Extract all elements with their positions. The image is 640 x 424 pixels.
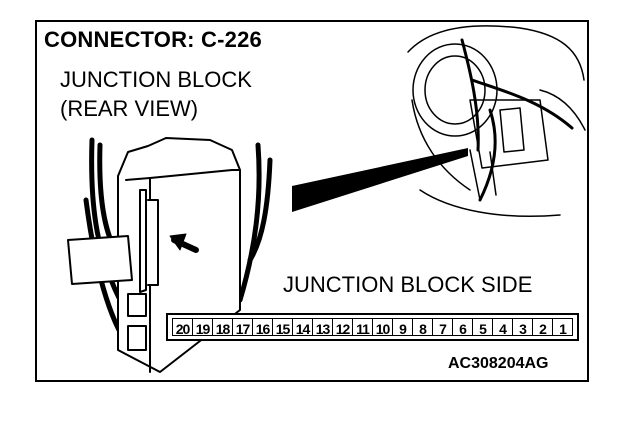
connector-pin: 19 — [193, 319, 213, 337]
connector-side-label: JUNCTION BLOCK SIDE — [283, 272, 533, 297]
connector-pin: 4 — [493, 319, 513, 337]
callout-wedge — [292, 148, 468, 212]
connector-pin: 11 — [353, 319, 373, 337]
connector-pin: 5 — [473, 319, 493, 337]
view-label-line2: (REAR VIEW) — [60, 96, 199, 121]
connector-pin: 6 — [453, 319, 473, 337]
vehicle-dashboard — [407, 25, 586, 218]
connector-pin: 15 — [273, 319, 293, 337]
dashboard-wiring — [460, 38, 574, 202]
connector-pin: 13 — [313, 319, 333, 337]
connector-title: CONNECTOR: C-226 — [44, 27, 262, 52]
connector-pin: 14 — [293, 319, 313, 337]
connector-pin: 9 — [393, 319, 413, 337]
connector-pin: 3 — [513, 319, 533, 337]
connector-pin: 16 — [253, 319, 273, 337]
connector-pin: 17 — [233, 319, 253, 337]
connector-pin: 20 — [173, 319, 193, 337]
connector-pin: 1 — [559, 321, 567, 337]
connector-pin: 2 — [533, 319, 553, 337]
view-label-line1: JUNCTION BLOCK — [60, 67, 252, 92]
connector-pin: 8 — [413, 319, 433, 337]
connector-pin: 18 — [213, 319, 233, 337]
figure-code: AC308204AG — [448, 355, 549, 372]
connector-pin: 7 — [433, 319, 453, 337]
connector-pin: 12 — [333, 319, 353, 337]
connector-pin: 10 — [373, 319, 393, 337]
